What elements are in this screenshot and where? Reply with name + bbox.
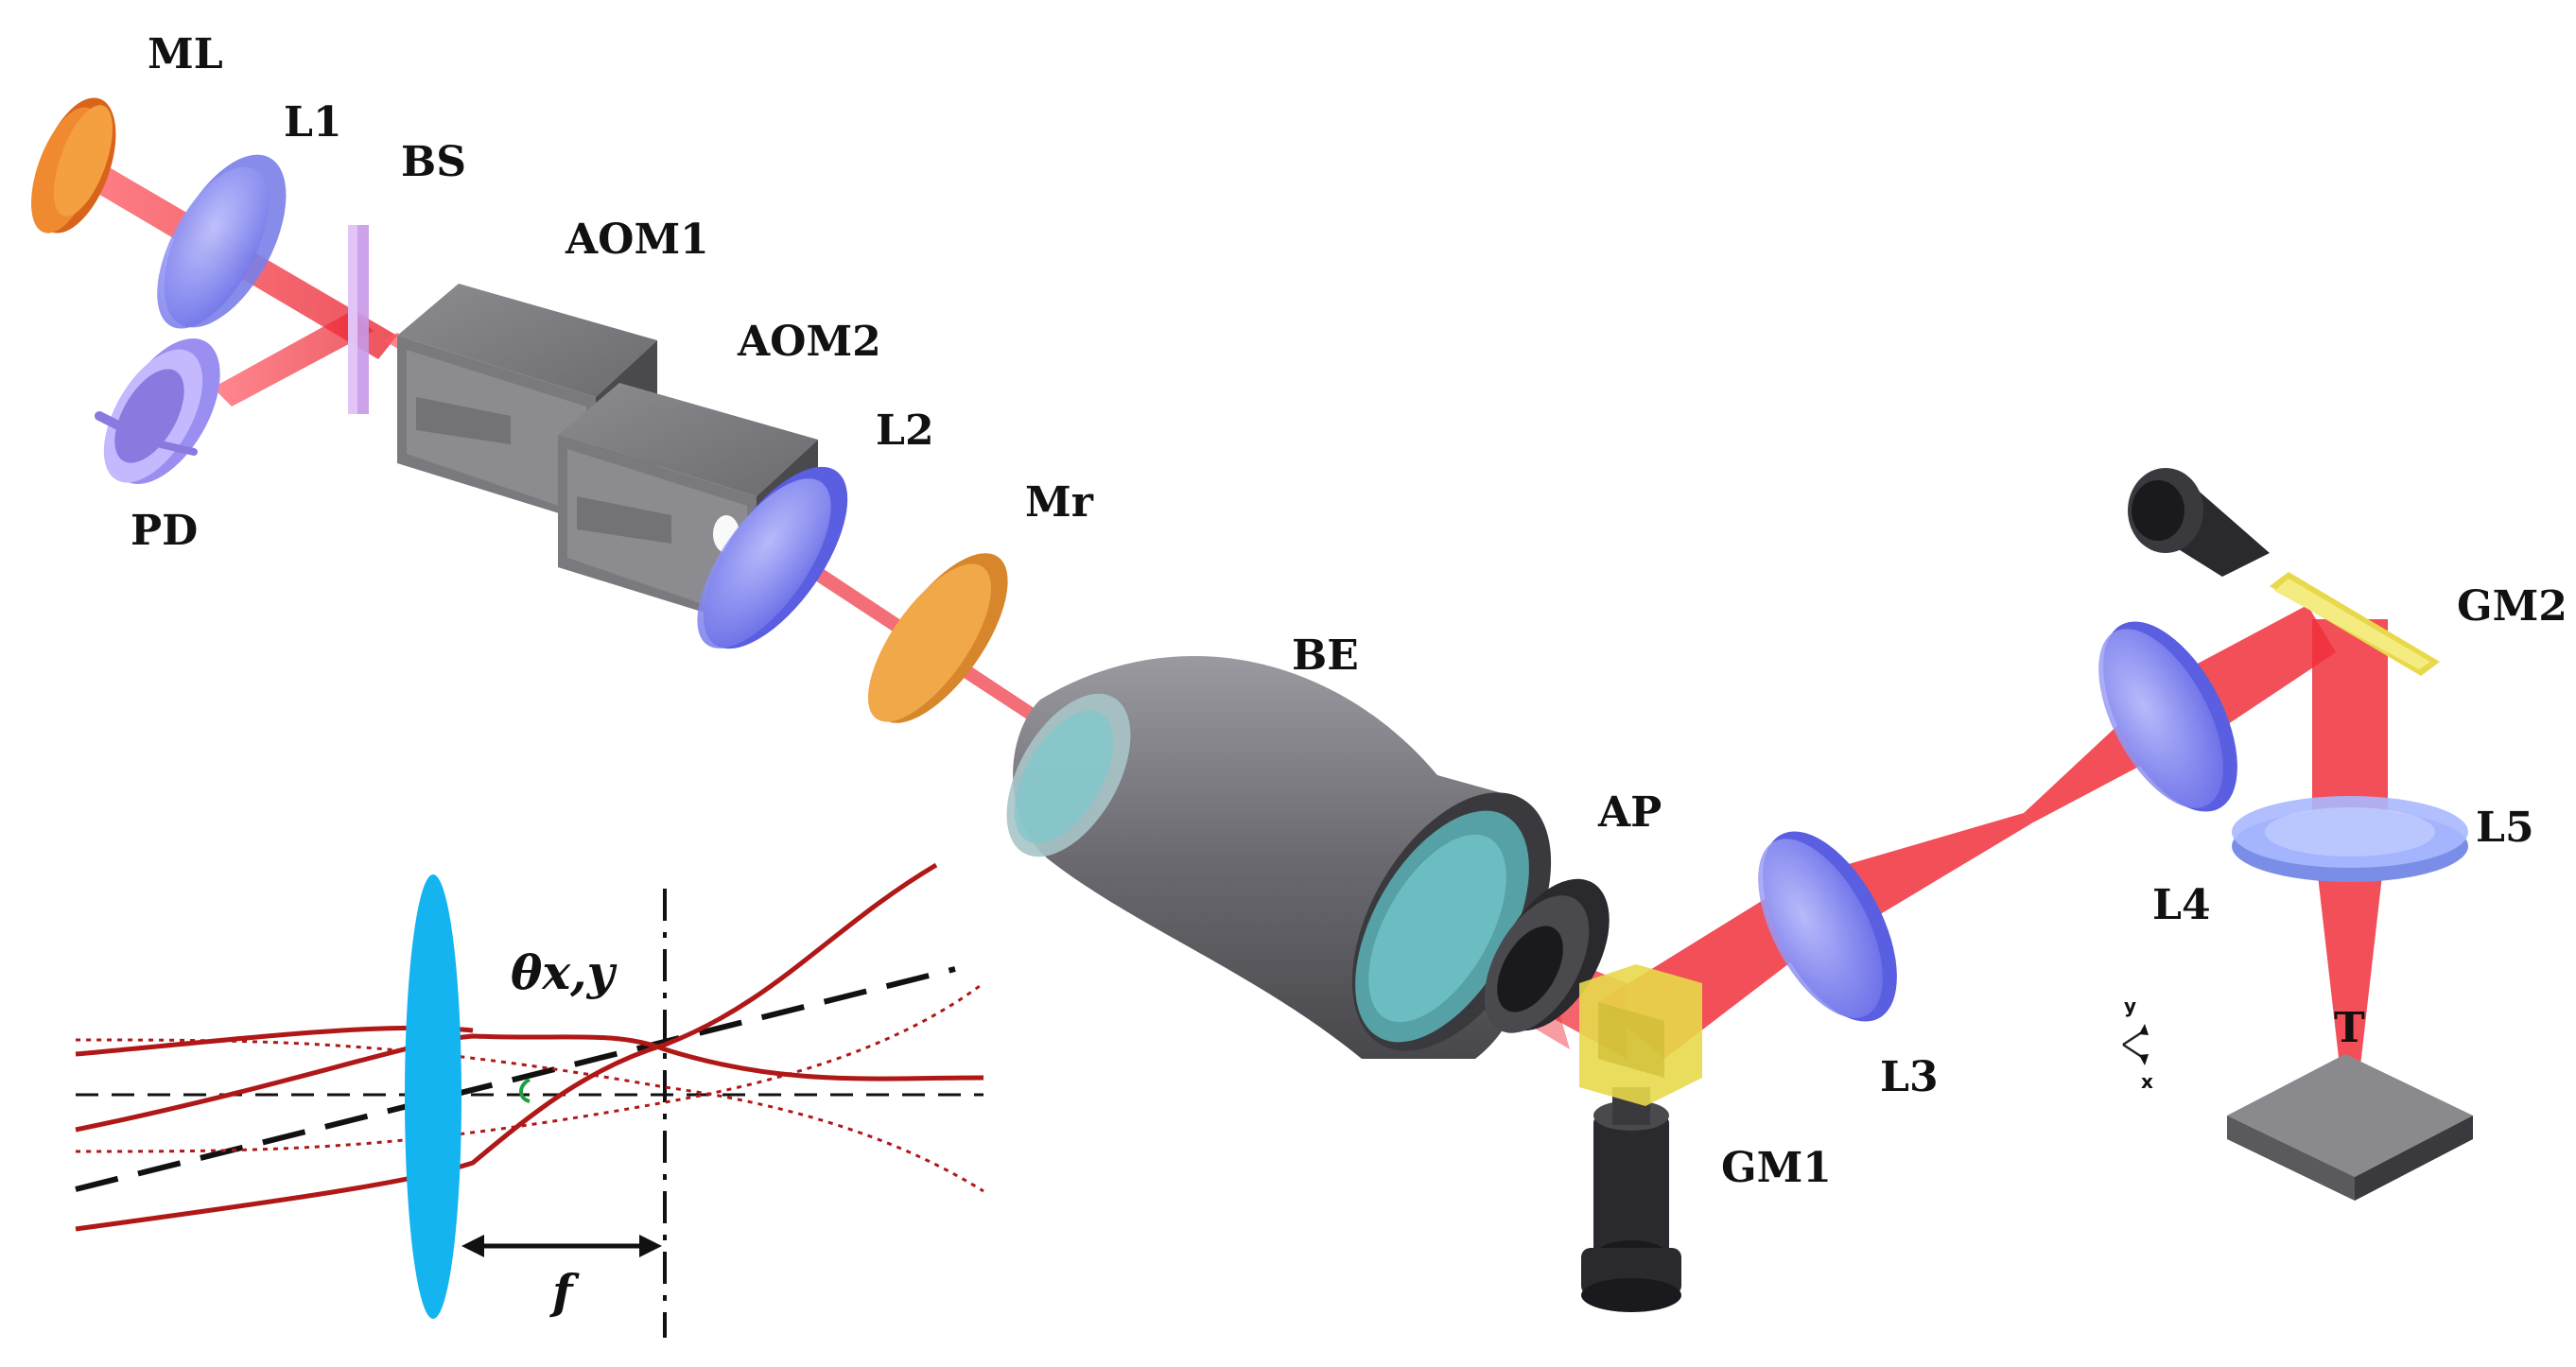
- label-l5: L5: [2476, 804, 2534, 852]
- angle-symbol: θx,y: [511, 944, 615, 1000]
- label-pd: PD: [131, 507, 199, 555]
- aom2-cube: [558, 383, 818, 629]
- l3-lens: [1758, 831, 1897, 1022]
- be-beam-expander: [1006, 655, 1552, 1059]
- mr-mirror: [867, 553, 1008, 723]
- gm2-galvo: [2128, 468, 2440, 676]
- label-aom2: AOM2: [738, 318, 881, 366]
- label-gm2: GM2: [2457, 582, 2567, 631]
- label-mr: Mr: [1025, 478, 1093, 527]
- bs-beamsplitter: [348, 225, 369, 414]
- label-t: T: [2334, 1004, 2365, 1052]
- l2-lens: [697, 466, 848, 649]
- l5-lens: [2232, 796, 2468, 882]
- label-aom1: AOM1: [566, 216, 709, 264]
- l1-lens: [157, 154, 287, 329]
- label-l1: L1: [284, 98, 342, 147]
- axis-label-x: x: [2141, 1070, 2153, 1093]
- label-bs: BS: [401, 138, 466, 186]
- l4-lens: [2098, 621, 2237, 812]
- label-l3: L3: [1880, 1053, 1939, 1101]
- label-l2: L2: [876, 407, 934, 455]
- label-ap: AP: [1598, 788, 1662, 837]
- axis-triad: [2122, 1024, 2149, 1065]
- t-target: [2227, 1054, 2473, 1201]
- pd-photodiode: [95, 338, 220, 484]
- focus-inset: [75, 862, 984, 1338]
- axis-label-y: y: [2124, 995, 2137, 1017]
- label-l4: L4: [2152, 881, 2211, 929]
- label-gm1: GM1: [1721, 1144, 1832, 1192]
- label-ml: ML: [148, 30, 223, 78]
- focal-length-symbol: f: [552, 1264, 573, 1320]
- ml-mirror: [31, 97, 116, 234]
- gm1-galvo: [1579, 964, 1702, 1312]
- label-be: BE: [1292, 632, 1359, 680]
